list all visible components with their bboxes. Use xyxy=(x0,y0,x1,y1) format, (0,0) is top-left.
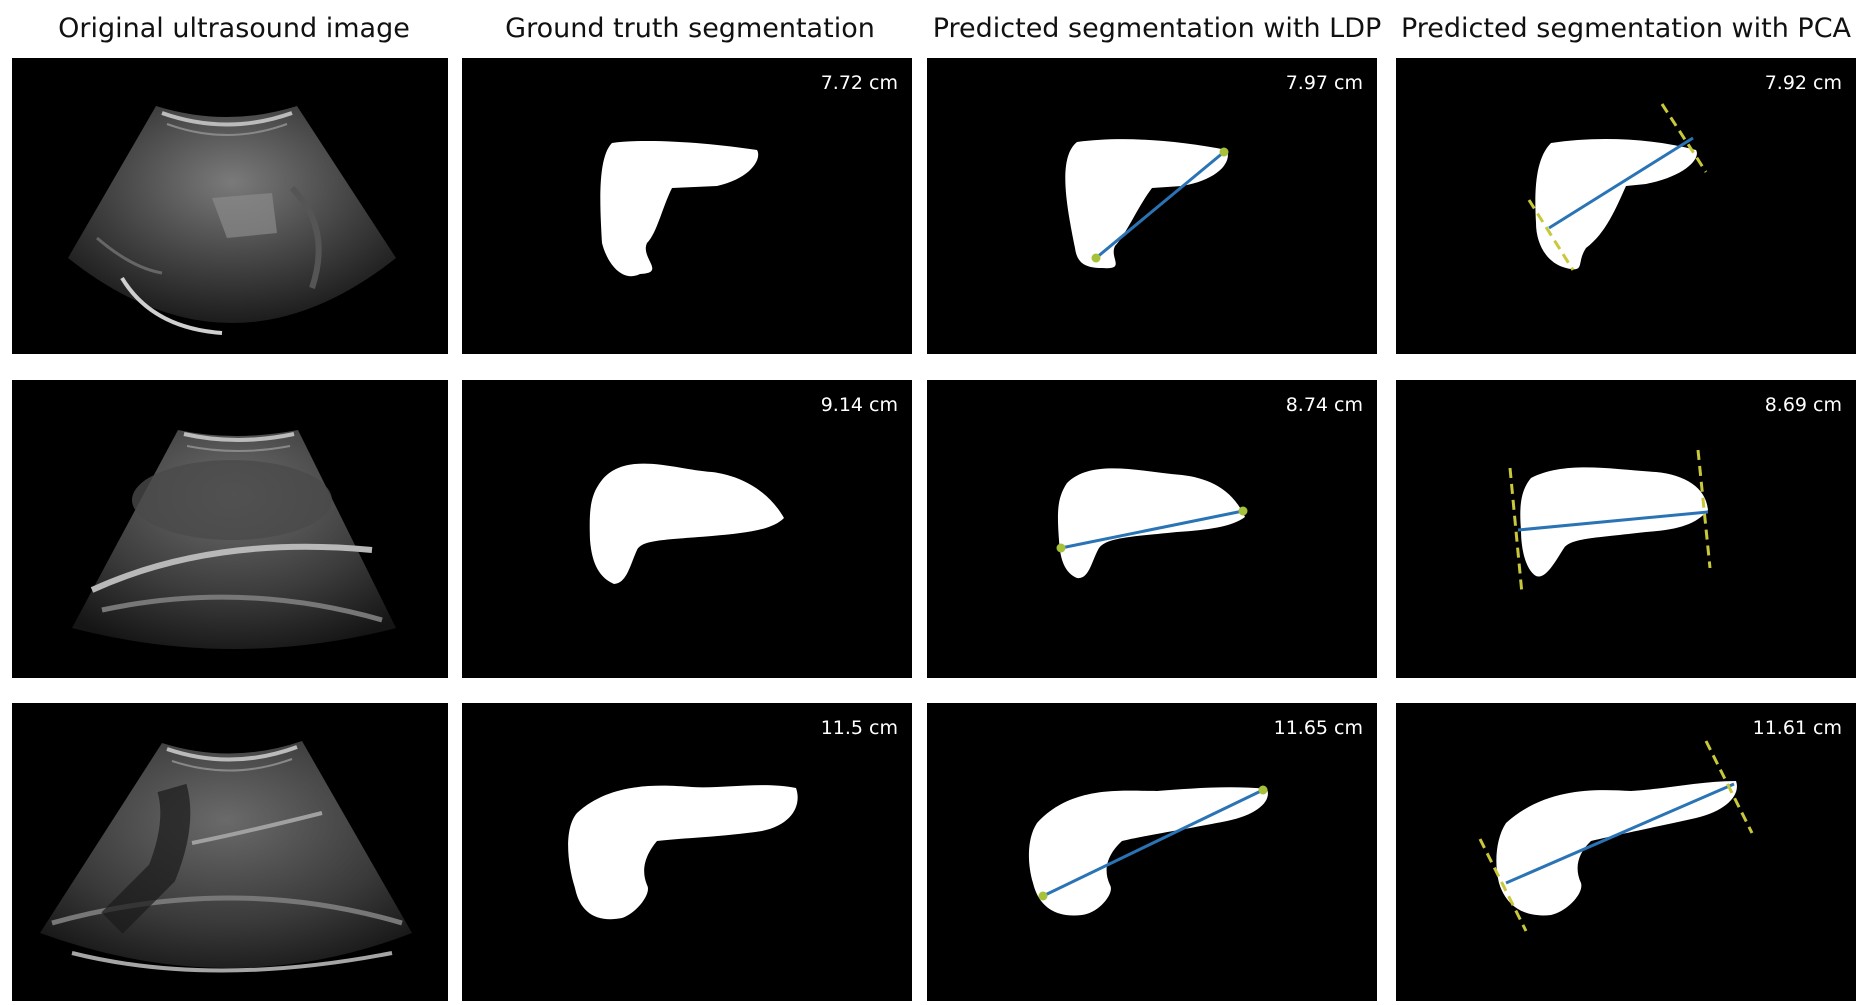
pca-diameter-line xyxy=(1517,510,1709,532)
ground-truth-panel-row-1: 7.72 cm xyxy=(462,58,912,354)
pca-panel-row-3: 11.61 cm xyxy=(1396,703,1856,1001)
ground-truth-panel-row-2: 9.14 cm xyxy=(462,380,912,678)
column-title-ldp: Predicted segmentation with LDP xyxy=(932,13,1382,44)
pca-tangent-line xyxy=(1508,467,1524,595)
pca-diameter-line xyxy=(1548,136,1694,230)
pca-tangent-line xyxy=(1660,103,1708,173)
column-title-original: Original ultrasound image xyxy=(58,13,410,44)
column-title-ground-truth: Ground truth segmentation xyxy=(505,13,875,44)
segmentation-mask xyxy=(589,463,784,584)
measurement-label: 8.69 cm xyxy=(1764,394,1842,416)
ldp-diameter-line xyxy=(1095,150,1225,260)
ground-truth-panel-row-3: 11.5 cm xyxy=(462,703,912,1001)
measurement-label: 7.92 cm xyxy=(1764,72,1842,94)
ldp-panel-row-3: 11.65 cm xyxy=(927,703,1377,1001)
measurement-label: 9.14 cm xyxy=(820,394,898,416)
pca-tangent-line xyxy=(1478,838,1528,932)
ldp-endpoint xyxy=(1258,785,1268,795)
measurement-label: 11.65 cm xyxy=(1273,717,1363,739)
ultrasound-image-row-2 xyxy=(12,380,448,678)
pca-panel-row-2: 8.69 cm xyxy=(1396,380,1856,678)
ldp-diameter-line xyxy=(1042,788,1264,898)
segmentation-mask xyxy=(1057,468,1245,579)
measurement-label: 11.61 cm xyxy=(1752,717,1842,739)
measurement-label: 7.97 cm xyxy=(1285,72,1363,94)
measurement-label: 11.5 cm xyxy=(820,717,898,739)
ldp-endpoint xyxy=(1091,253,1101,263)
segmentation-mask xyxy=(568,785,798,920)
ultrasound-image-row-1 xyxy=(12,58,448,354)
pca-tangent-line xyxy=(1704,740,1754,834)
ldp-panel-row-2: 8.74 cm xyxy=(927,380,1377,678)
segmentation-mask xyxy=(1028,787,1268,916)
ldp-endpoint xyxy=(1238,506,1248,516)
segmentation-mask xyxy=(1535,138,1697,270)
pca-panel-row-1: 7.92 cm xyxy=(1396,58,1856,354)
ldp-diameter-line xyxy=(1060,509,1244,550)
measurement-label: 8.74 cm xyxy=(1285,394,1363,416)
pca-tangent-line xyxy=(1696,449,1712,569)
ldp-endpoint xyxy=(1038,891,1048,901)
ldp-panel-row-1: 7.97 cm xyxy=(927,58,1377,354)
pca-tangent-line xyxy=(1527,199,1575,271)
segmentation-mask xyxy=(1496,781,1737,916)
column-title-pca: Predicted segmentation with PCA xyxy=(1400,13,1852,44)
segmentation-mask xyxy=(600,140,759,277)
pca-diameter-line xyxy=(1505,782,1735,885)
measurement-label: 7.72 cm xyxy=(820,72,898,94)
segmentation-mask xyxy=(1065,139,1228,269)
ldp-endpoint xyxy=(1056,543,1066,553)
ldp-endpoint xyxy=(1219,147,1229,157)
ultrasound-image-row-3 xyxy=(12,703,448,1001)
